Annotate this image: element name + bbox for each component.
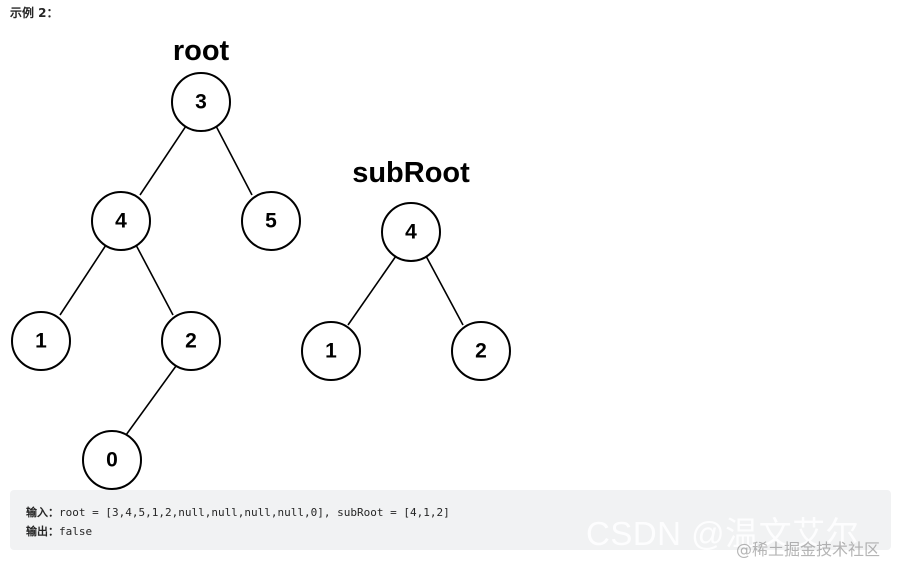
node-label: 0	[106, 449, 118, 472]
node-label: 4	[115, 210, 127, 233]
node-label: 5	[265, 210, 277, 233]
node-label: 4	[405, 221, 417, 244]
node-subroot-2: 2	[451, 321, 511, 381]
node-label: 2	[475, 340, 487, 363]
node-root-3: 3	[171, 72, 231, 132]
output-value: false	[59, 525, 93, 538]
node-label: 1	[325, 340, 337, 363]
node-label: 3	[195, 91, 207, 114]
example-io-block: 输入：root = [3,4,5,1,2,null,null,null,null…	[10, 490, 891, 550]
node-subroot-4: 4	[381, 202, 441, 262]
edge-3-4	[139, 125, 187, 196]
node-label: 1	[35, 330, 47, 353]
node-label: 2	[185, 330, 197, 353]
input-label: 输入：	[26, 506, 59, 519]
input-value: root = [3,4,5,1,2,null,null,null,null,0]…	[59, 506, 450, 519]
tree-diagram: root subRoot 3 4 5 1 2 0 4 1 2	[11, 35, 511, 490]
node-root-2: 2	[161, 311, 221, 371]
node-root-0: 0	[82, 430, 142, 490]
output-line: 输出：false	[26, 522, 891, 541]
edge-sub-4-2	[425, 255, 464, 326]
subroot-title: subRoot	[352, 157, 470, 189]
node-subroot-1: 1	[301, 321, 361, 381]
edge-3-5	[215, 125, 253, 196]
input-line: 输入：root = [3,4,5,1,2,null,null,null,null…	[26, 503, 891, 522]
node-root-4: 4	[91, 191, 151, 251]
output-label: 输出：	[26, 525, 59, 538]
example-heading: 示例 2：	[10, 6, 59, 20]
edge-4-2	[135, 244, 174, 316]
node-root-1: 1	[11, 311, 71, 371]
csdn-watermark: CSDN @温文艾尔	[586, 515, 860, 552]
juejin-watermark: @稀土掘金技术社区	[736, 540, 881, 559]
edge-4-1	[59, 244, 107, 316]
node-root-5: 5	[241, 191, 301, 251]
edge-2-0	[125, 365, 177, 436]
root-title: root	[173, 35, 230, 67]
edge-sub-4-1	[347, 255, 397, 326]
